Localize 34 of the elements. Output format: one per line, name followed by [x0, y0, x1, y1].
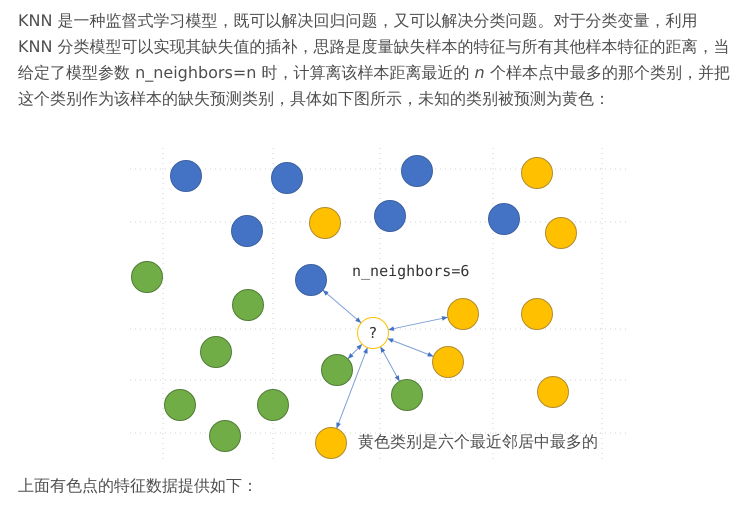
data-point-circle — [537, 376, 569, 408]
double-arrow — [322, 290, 362, 324]
data-point-circle — [321, 354, 353, 386]
data-point-circle — [521, 157, 553, 189]
data-point-circle — [545, 217, 577, 249]
data-point-circle — [232, 289, 264, 321]
data-point-circle — [231, 215, 263, 247]
data-point-circle — [315, 427, 347, 459]
data-point-circle — [521, 298, 553, 330]
data-point-circle — [309, 207, 341, 239]
double-arrow — [336, 347, 368, 429]
annotation-text: 黄色类别是六个最近邻居中最多的 — [358, 432, 599, 453]
intro-paragraph: KNN 是一种监督式学习模型，既可以解决回归问题，又可以解决分类问题。对于分类变量，利用 KNN 分类模型可以实现其缺失值的插补，思路是度量缺失样本的特征与所有其他样本特征的距离，当给定了模型参数 n_neighbors=n 时，计算离该样本距离最近的 n 个样本点中最多的那个类别，并把这个类别作为该样本的缺失预测类别，具体如下图所示，未知的类别被预测为黄色： — [18, 10, 730, 110]
data-point-circle — [447, 298, 479, 330]
query-point-circle: ? — [357, 317, 389, 349]
data-point-circle — [271, 162, 303, 194]
data-point-circle — [164, 389, 196, 421]
data-point-circle — [401, 155, 433, 187]
closing-sentence: 上面有色点的特征数据提供如下： — [18, 476, 259, 497]
data-point-circle — [295, 264, 327, 296]
double-arrow — [348, 344, 362, 360]
data-point-circle — [432, 346, 464, 378]
data-point-circle — [200, 336, 232, 368]
double-arrow — [387, 338, 434, 357]
data-point-circle — [257, 389, 289, 421]
parameter-label: n_neighbors=6 — [352, 262, 470, 280]
data-point-circle — [131, 261, 163, 293]
data-point-circle — [170, 160, 202, 192]
data-point-circle — [391, 379, 423, 411]
double-arrow — [388, 316, 448, 331]
data-point-circle — [209, 420, 241, 452]
data-point-circle — [374, 200, 406, 232]
double-arrow — [380, 346, 400, 382]
data-point-circle — [488, 203, 520, 235]
